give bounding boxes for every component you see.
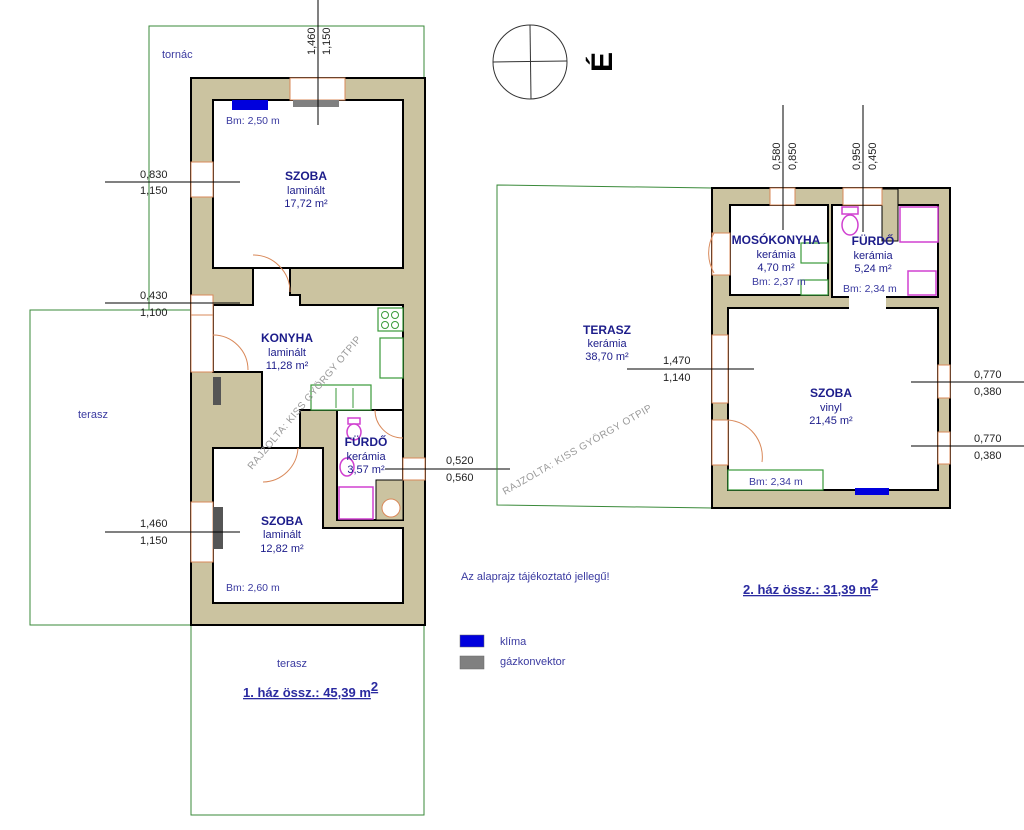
terasz-bottom-label: terasz — [277, 658, 307, 670]
svg-text:SZOBA: SZOBA — [285, 169, 327, 183]
svg-text:0,580: 0,580 — [771, 142, 783, 170]
svg-text:12,82 m²: 12,82 m² — [260, 543, 304, 555]
legend-swatch-klima — [459, 634, 485, 648]
svg-text:0,830: 0,830 — [140, 169, 168, 181]
svg-text:TERASZ: TERASZ — [583, 323, 631, 337]
svg-text:1,460: 1,460 — [306, 27, 318, 55]
svg-text:vinyl: vinyl — [820, 402, 842, 414]
legend-swatch-gazkonvektor — [459, 655, 485, 670]
toilet-icon — [841, 206, 859, 236]
klima-unit — [855, 488, 889, 495]
svg-text:laminált: laminált — [263, 529, 301, 541]
laundry-sink — [800, 279, 829, 296]
room-szoba-1: SZOBA laminált 17,72 m² Bm: 2,50 m — [226, 115, 328, 210]
svg-text:1,460: 1,460 — [140, 518, 168, 530]
svg-text:FÜRDŐ: FÜRDŐ — [852, 233, 895, 248]
terasz-left-label: terasz — [78, 409, 108, 421]
room-furdo-2: FÜRDŐ kerámia 5,24 m² Bm: 2,34 m — [843, 233, 897, 295]
svg-text:Bm: 2,34 m: Bm: 2,34 m — [749, 476, 803, 488]
house2-terasz-outline — [496, 184, 713, 509]
svg-text:laminált: laminált — [287, 185, 325, 197]
svg-text:5,24 m²: 5,24 m² — [854, 263, 892, 275]
svg-text:kerámia: kerámia — [853, 250, 893, 262]
boiler-icon — [381, 498, 401, 518]
svg-text:SZOBA: SZOBA — [810, 386, 852, 400]
stove-icon — [377, 307, 404, 332]
room-szoba-3: SZOBA vinyl 21,45 m² Bm: 2,34 m — [749, 386, 853, 488]
svg-text:Bm: 2,34 m: Bm: 2,34 m — [843, 283, 897, 295]
shower-icon — [338, 486, 374, 520]
room-mosokonyha: MOSÓKONYHA kerámia 4,70 m² Bm: 2,37 m — [732, 232, 821, 288]
disclaimer-note: Az alaprajz tájékoztató jellegű! — [461, 571, 610, 583]
house1-dimensions: 1,460 1,150 0,830 1,150 0,430 1,100 1,46… — [105, 0, 510, 547]
svg-text:FÜRDŐ: FÜRDŐ — [345, 434, 388, 449]
house2-dimensions: 0,580 0,850 0,950 0,450 1,470 1,140 0,77… — [627, 105, 1024, 462]
svg-text:38,70 m²: 38,70 m² — [585, 351, 629, 363]
legend-label-klima: klíma — [500, 636, 527, 648]
kitchen-counter — [727, 469, 824, 491]
legend: klíma gázkonvektor — [459, 634, 566, 670]
compass-icon — [492, 24, 568, 100]
gas-convector — [213, 377, 221, 405]
svg-text:Bm: 2,50 m: Bm: 2,50 m — [226, 115, 280, 127]
svg-text:1,140: 1,140 — [663, 372, 691, 384]
house2-walls — [708, 187, 951, 509]
washbasin-icon — [907, 270, 937, 296]
svg-text:kerámia: kerámia — [346, 451, 386, 463]
svg-text:0,560: 0,560 — [446, 472, 474, 484]
klima-unit — [232, 100, 268, 110]
legend-label-gazkonvektor: gázkonvektor — [500, 656, 566, 668]
svg-text:1,470: 1,470 — [663, 355, 691, 367]
svg-text:laminált: laminált — [268, 347, 306, 359]
room-konyha: KONYHA laminált 11,28 m² — [261, 331, 313, 372]
watermark: RAJZOLTA: KISS GYÖRGY OTPIP — [501, 402, 655, 498]
room-furdo-1: FÜRDŐ kerámia 3,57 m² — [345, 434, 388, 476]
svg-text:1,150: 1,150 — [321, 27, 333, 55]
svg-text:0,850: 0,850 — [787, 142, 799, 170]
room-terasz-2: TERASZ kerámia 38,70 m² — [583, 323, 631, 363]
svg-text:0,950: 0,950 — [851, 142, 863, 170]
house1-total: 1. ház össz.: 45,39 m2 — [243, 679, 378, 700]
bathtub-icon — [899, 206, 939, 243]
svg-text:Bm: 2,60 m: Bm: 2,60 m — [226, 582, 280, 594]
svg-text:3,57 m²: 3,57 m² — [347, 464, 385, 476]
gas-convector — [293, 100, 339, 107]
svg-text:11,28 m²: 11,28 m² — [266, 360, 309, 372]
svg-text:0,380: 0,380 — [974, 386, 1002, 398]
svg-text:KONYHA: KONYHA — [261, 331, 313, 345]
svg-text:MOSÓKONYHA: MOSÓKONYHA — [732, 232, 821, 247]
svg-text:SZOBA: SZOBA — [261, 514, 303, 528]
svg-text:0,770: 0,770 — [974, 433, 1002, 445]
svg-text:21,45 m²: 21,45 m² — [809, 415, 853, 427]
svg-text:1,150: 1,150 — [140, 535, 168, 547]
tornac-label: tornác — [162, 49, 193, 61]
svg-text:kerámia: kerámia — [756, 249, 796, 261]
svg-text:0,430: 0,430 — [140, 290, 168, 302]
gas-convector — [213, 507, 223, 549]
svg-text:Bm: 2,37 m: Bm: 2,37 m — [752, 276, 806, 288]
room-szoba-2: SZOBA laminált 12,82 m² Bm: 2,60 m — [226, 514, 304, 594]
svg-text:0,380: 0,380 — [974, 450, 1002, 462]
north-label: É — [585, 52, 619, 72]
toilet-icon — [346, 417, 362, 441]
house1-walls — [190, 77, 426, 626]
svg-text:1,100: 1,100 — [140, 307, 168, 319]
svg-text:4,70 m²: 4,70 m² — [757, 262, 795, 274]
washing-machine — [800, 242, 829, 264]
kitchen-counter — [379, 337, 404, 379]
washbasin-icon — [339, 457, 355, 477]
svg-text:kerámia: kerámia — [587, 338, 627, 350]
svg-text:0,520: 0,520 — [446, 455, 474, 467]
svg-text:0,770: 0,770 — [974, 369, 1002, 381]
svg-text:0,450: 0,450 — [867, 142, 879, 170]
kitchen-sink-icon — [310, 384, 372, 411]
svg-text:1,150: 1,150 — [140, 185, 168, 197]
house2-total: 2. ház össz.: 31,39 m2 — [743, 576, 878, 597]
svg-text:17,72 m²: 17,72 m² — [284, 198, 328, 210]
